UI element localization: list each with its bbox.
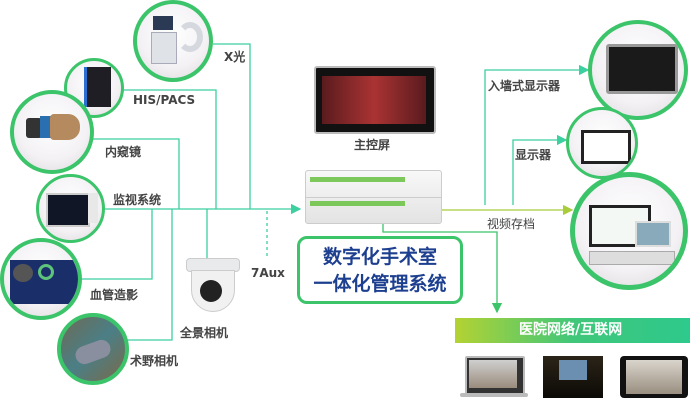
system-title-box: 数字化手术室 一体化管理系统 [297,236,463,304]
label-xray: X光 [224,50,246,64]
label-endoscope: 内窥镜 [105,145,142,159]
display-image [566,107,638,179]
hospital-network-bar: 医院网络/互联网 [455,318,690,343]
wall-display-image [588,20,688,120]
label-display: 显示器 [515,148,552,162]
label-panoramic-camera: 全景相机 [180,326,229,340]
label-his-pacs: HIS/PACS [133,93,196,107]
title-line-2: 一体化管理系统 [313,273,447,295]
central-controller-image [305,170,442,224]
his-pacs-server-image [64,58,124,118]
main-control-screen-image [314,66,436,134]
panoramic-camera-image [186,258,240,312]
xray-device-image [133,0,213,82]
label-video-archive: 视频存档 [487,217,536,231]
conference-room-image [543,356,603,398]
label-aux: 7Aux [251,266,285,280]
laptop-image [465,356,525,396]
title-line-1: 数字化手术室 [322,246,437,268]
label-surgical-camera: 术野相机 [130,354,179,368]
video-archive-image [570,172,688,290]
label-angiography: 血管造影 [90,288,139,302]
surgical-camera-image [57,313,129,385]
tablet-image [620,356,688,398]
laptop-base [460,393,528,397]
angiography-image [0,238,82,320]
label-wall-display: 入墙式显示器 [488,79,561,93]
monitoring-system-image [36,174,105,243]
label-monitoring: 监视系统 [113,193,162,207]
endoscope-image [10,90,94,174]
label-main-screen: 主控屏 [354,138,391,152]
